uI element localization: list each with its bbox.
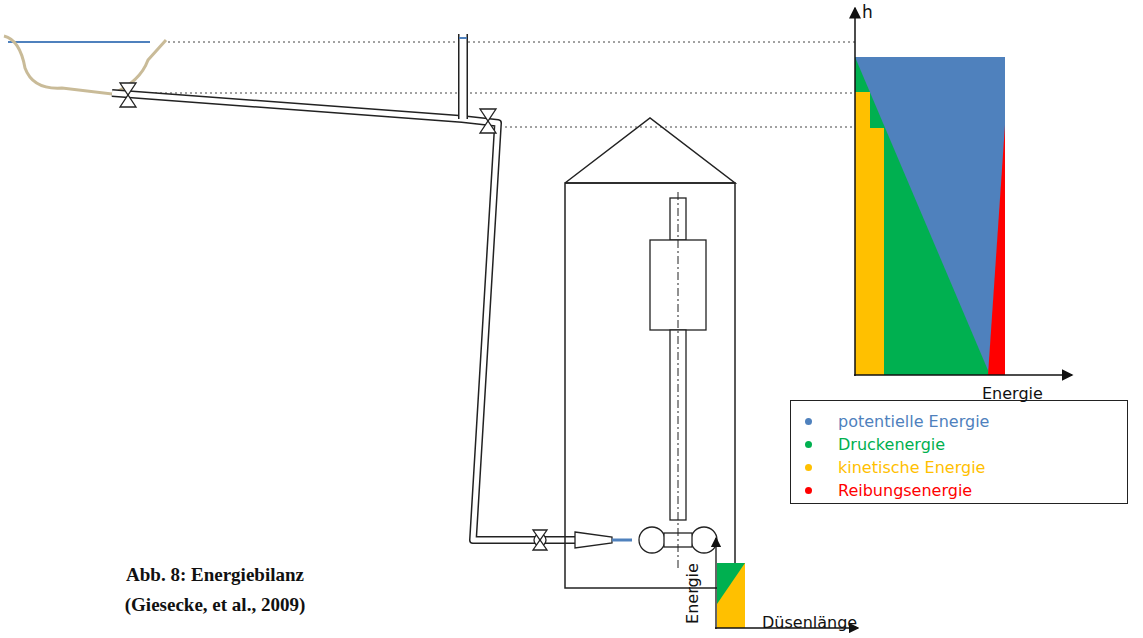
figure-caption: Abb. 8: Energiebilanz (Giesecke, et al.,… xyxy=(95,560,335,620)
axis-title: Düsenlänge xyxy=(762,613,857,632)
legend-box: potentielle EnergieDruckenergie kinetisch… xyxy=(790,400,1128,504)
legend-entry: Reibungsenergie xyxy=(805,479,972,501)
legend-swatch xyxy=(805,487,812,494)
legend-entry: potentielle Energie xyxy=(805,410,989,432)
legend-swatch xyxy=(805,418,812,425)
legend-swatch xyxy=(805,464,812,471)
legend-text: Druckenergie xyxy=(838,435,945,454)
legend-text: Reibungsenergie xyxy=(838,481,972,500)
axis-label: h xyxy=(862,2,873,22)
legend-entry: kinetische Energie xyxy=(805,456,985,478)
axis-title: Energie xyxy=(683,563,702,624)
legend-swatch xyxy=(805,441,812,448)
legend-entry: Druckenergie xyxy=(805,433,945,455)
legend-text: kinetische Energie xyxy=(838,458,985,477)
axis-title: Energie xyxy=(982,384,1043,403)
legend-text: potentielle Energie xyxy=(838,412,989,431)
